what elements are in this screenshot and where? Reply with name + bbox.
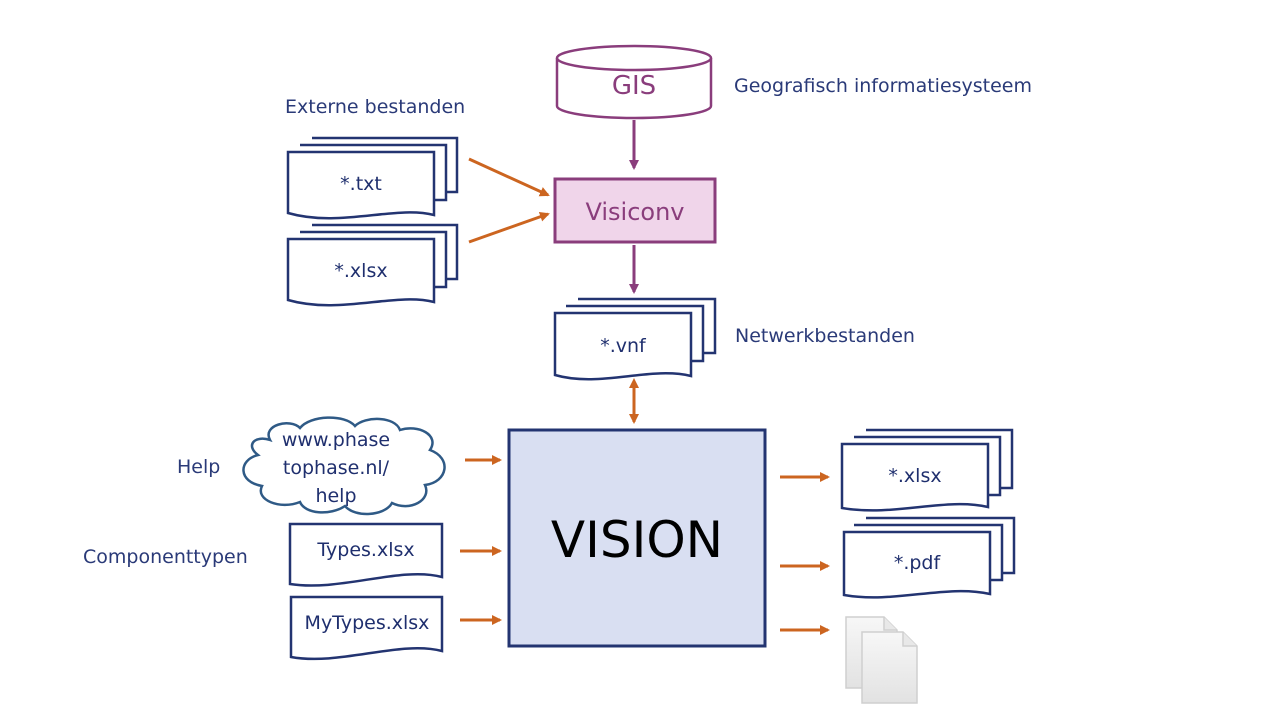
output-file-pdf: *.pdf xyxy=(842,516,1016,599)
help-url-line-2[interactable]: tophase.nl/ xyxy=(283,457,390,479)
help-url-line-1[interactable]: www.phase xyxy=(282,429,390,451)
network-file-vnf: *.vnf xyxy=(553,297,717,381)
external-file-xlsx: *.xlsx xyxy=(286,223,459,307)
component-types-title: Componenttypen xyxy=(83,546,248,568)
types-file: Types.xlsx xyxy=(288,522,444,587)
gis-description: Geografisch informatiesysteem xyxy=(734,75,1032,97)
vision-label: VISION xyxy=(551,511,723,569)
gis-database: GIS xyxy=(555,44,713,120)
visiconv-box: Visiconv xyxy=(553,177,717,244)
file-label: *.vnf xyxy=(600,335,647,357)
visiconv-label: Visiconv xyxy=(585,198,684,226)
gis-label: GIS xyxy=(612,71,656,101)
documents-icon xyxy=(845,616,918,704)
file-label: Types.xlsx xyxy=(316,539,414,561)
arrow-txt-to-visiconv xyxy=(468,157,550,197)
file-label: MyTypes.xlsx xyxy=(305,612,430,634)
network-files-title: Netwerkbestanden xyxy=(735,325,915,347)
arrow-xlsx-to-visiconv xyxy=(468,211,550,244)
help-cloud: www.phase tophase.nl/ help xyxy=(242,416,446,516)
output-file-xlsx: *.xlsx xyxy=(840,428,1014,512)
file-label: *.xlsx xyxy=(334,260,387,282)
file-label: *.pdf xyxy=(894,552,942,574)
vision-box: VISION xyxy=(507,428,767,648)
mytypes-file: MyTypes.xlsx xyxy=(289,595,444,661)
help-title: Help xyxy=(177,456,220,478)
external-files-title: Externe bestanden xyxy=(285,96,465,118)
file-label: *.txt xyxy=(340,173,382,195)
external-file-txt: *.txt xyxy=(286,136,459,220)
file-label: *.xlsx xyxy=(888,465,941,487)
help-url-line-3[interactable]: help xyxy=(315,485,356,507)
